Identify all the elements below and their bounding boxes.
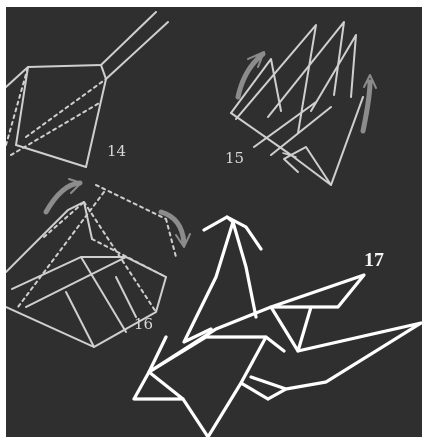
step-16-drawing — [6, 179, 190, 347]
step-16-number: 16 — [134, 317, 153, 332]
step-14-drawing — [6, 12, 168, 167]
step-15-drawing — [231, 22, 376, 185]
step-15-number: 15 — [225, 151, 244, 166]
origami-diagram-plate: 14 15 16 17 — [6, 7, 422, 437]
step-14-number: 14 — [107, 144, 126, 159]
origami-steps-drawing — [6, 7, 422, 437]
step-17-number: 17 — [364, 250, 384, 270]
